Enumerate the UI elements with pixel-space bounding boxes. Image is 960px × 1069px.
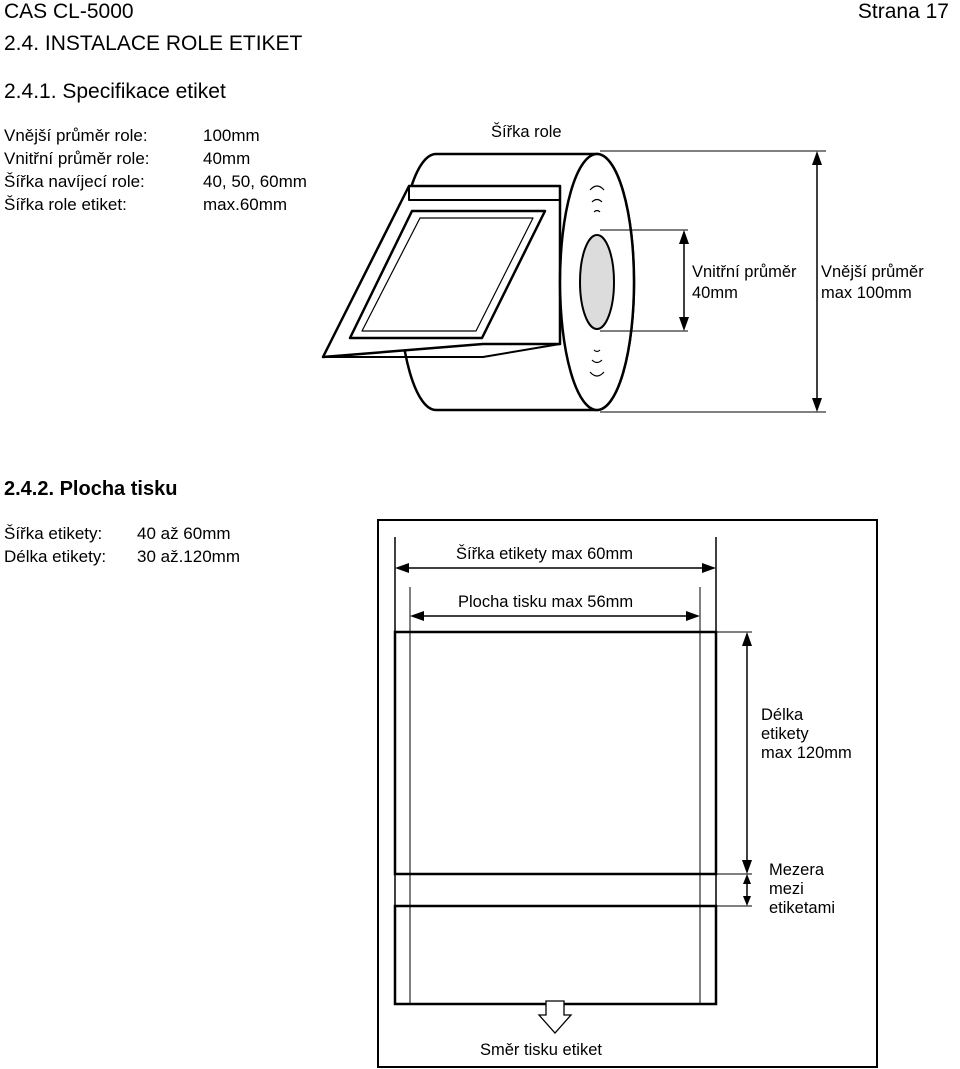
label-gap-line2: mezi (769, 880, 804, 898)
spec-value-outer: 100mm (203, 126, 260, 145)
print-value-length: 30 až.120mm (137, 547, 240, 566)
outer-diameter-value: max 100mm (821, 284, 912, 302)
spec-label-outer: Vnější průměr role: (4, 126, 148, 145)
section-title: 2.4. INSTALACE ROLE ETIKET (4, 32, 303, 55)
label-length-line2: etikety (761, 725, 809, 743)
spec-value-core-width: 40, 50, 60mm (203, 172, 307, 191)
spec-label-core-width: Šířka navíjecí role: (4, 172, 145, 191)
spec-label-roll-width: Šířka role etiket: (4, 195, 127, 214)
print-label-width: Šířka etikety: (4, 524, 103, 543)
label-gap-line1: Mezera (769, 861, 825, 879)
inner-diameter-value: 40mm (692, 284, 738, 302)
spec-value-roll-width: max.60mm (203, 195, 288, 214)
header-page-number: Strana 17 (857, 0, 949, 23)
label-gap-line3: etiketami (769, 899, 836, 917)
print-direction-text: Směr tisku etiket (480, 1041, 602, 1059)
outer-diameter-label: Vnější průměr (821, 263, 924, 281)
label-length-line1: Délka (761, 706, 804, 724)
label-length-line3: max 120mm (761, 744, 852, 762)
inner-diameter-label: Vnitřní průměr (692, 263, 797, 281)
roll-width-label: Šířka role (491, 123, 562, 141)
print-label-length: Délka etikety: (4, 547, 107, 566)
spec-label-inner: Vnitřní průměr role: (4, 149, 150, 168)
header-doc-title: CAS CL-5000 (4, 0, 134, 23)
label-width-text: Šířka etikety max 60mm (456, 545, 633, 563)
spec-value-inner: 40mm (203, 149, 251, 168)
print-value-width: 40 až 60mm (137, 524, 231, 543)
print-area-text: Plocha tisku max 56mm (458, 593, 634, 611)
spec-heading: 2.4.1. Specifikace etiket (4, 80, 226, 103)
print-heading: 2.4.2. Plocha tisku (4, 478, 178, 500)
